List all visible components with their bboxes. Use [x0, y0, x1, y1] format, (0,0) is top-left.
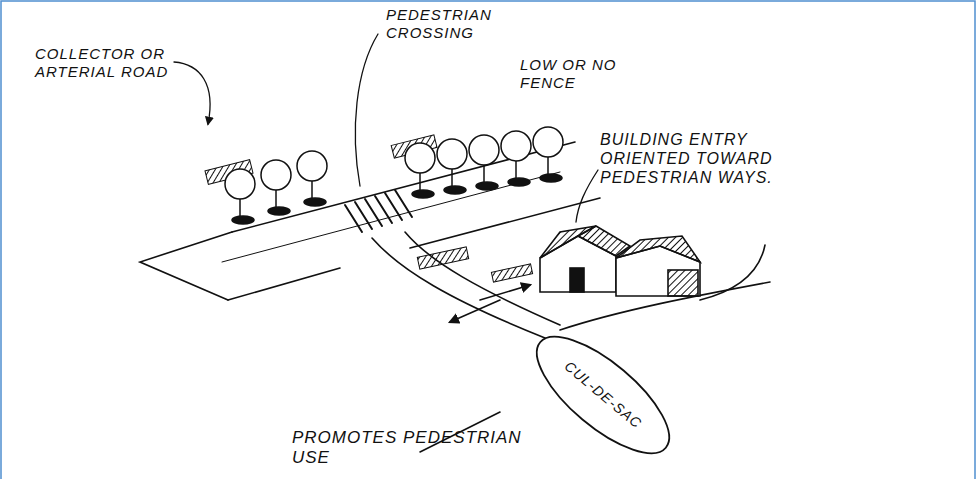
- fence-label: LOW OR NO FENCE: [520, 56, 640, 92]
- road-arrowhead: [140, 232, 232, 300]
- cul-de-sac-loop: [520, 318, 687, 472]
- fence: [417, 247, 468, 269]
- fence: [491, 264, 532, 282]
- street-edge: [700, 245, 765, 300]
- leader-line: [174, 62, 210, 124]
- walkway-edge: [405, 232, 560, 325]
- building: [540, 226, 700, 296]
- crosswalk: [345, 190, 412, 232]
- tree-row: [225, 127, 563, 224]
- crossing-label: PEDESTRIAN CROSSING: [386, 6, 521, 42]
- leader-line: [355, 34, 378, 186]
- walkway-edge: [372, 238, 545, 338]
- building-entry-note: BUILDING ENTRY ORIENTED TOWARD PEDESTRIA…: [600, 130, 815, 188]
- walk-arrow: [450, 300, 500, 322]
- walk-arrow: [480, 285, 530, 300]
- cul-de-sac-label: CUL-DE-SAC: [561, 358, 645, 432]
- leader-line: [576, 170, 598, 222]
- caption: PROMOTES PEDESTRIAN USE: [292, 428, 562, 467]
- road-label: COLLECTOR OR ARTERIAL ROAD: [35, 45, 185, 81]
